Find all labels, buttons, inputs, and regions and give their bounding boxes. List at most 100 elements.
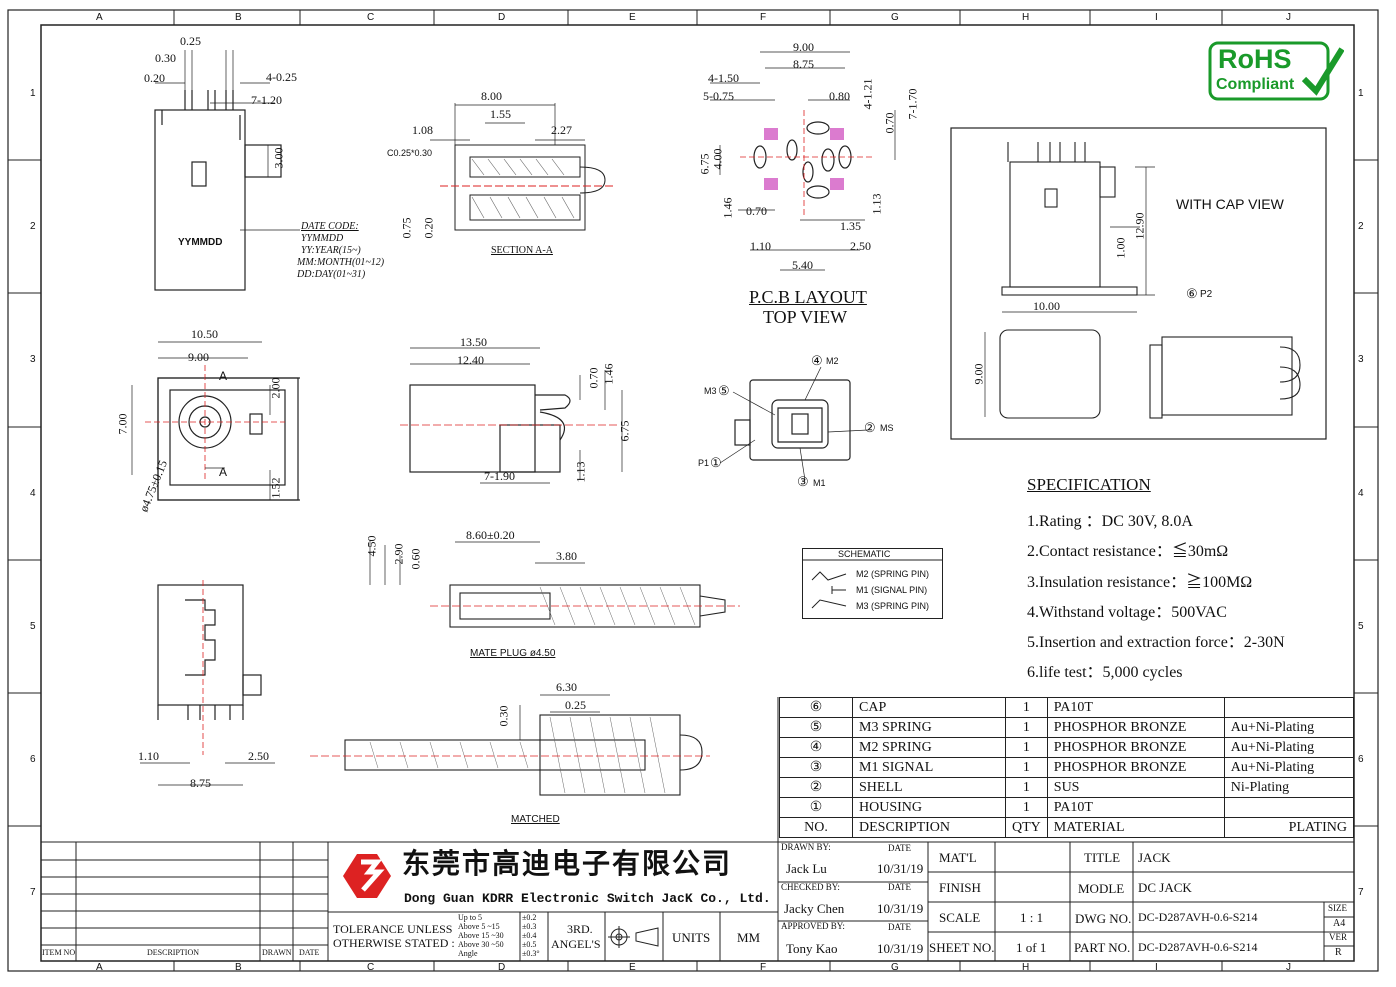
- dwg-value: DC-D287AVH-0.6-S214: [1138, 910, 1258, 924]
- size-value: A4: [1333, 918, 1346, 929]
- dim-label: 0.25: [565, 698, 586, 712]
- tolerance-value: ±0.3°: [522, 949, 540, 958]
- bom-no: ②: [779, 777, 853, 798]
- size-label: SIZE: [1328, 903, 1347, 913]
- checked-by-label: CHECKED BY:: [781, 882, 840, 892]
- col-label: G: [891, 962, 899, 973]
- date-code-line: MM:MONTH(01~12): [297, 257, 385, 268]
- dim-label: 2.50: [248, 749, 269, 763]
- plug-caption: MATE PLUG ø4.50: [470, 648, 556, 659]
- col-label: H: [1022, 12, 1030, 23]
- bom-material: PHOSPHOR BRONZE: [1046, 757, 1225, 778]
- rev-header-item: ITEM NO: [42, 948, 76, 957]
- scale-value: 1 : 1: [1020, 910, 1044, 925]
- checked-by-name: Jacky Chen: [784, 901, 845, 916]
- pin-diagram-drawing: [720, 366, 869, 481]
- dim-label: 10.00: [1033, 299, 1060, 313]
- pin-callout-name: M1: [813, 478, 826, 488]
- dwg-label: DWG NO.: [1075, 911, 1132, 926]
- bom-header-qty: QTY: [1005, 817, 1048, 838]
- bom-no: ④: [779, 737, 853, 758]
- row-label: 1: [30, 88, 36, 99]
- dim-label: 7-1.90: [484, 469, 515, 483]
- rev-header-date: DATE: [299, 948, 320, 957]
- dim-label: 8.75: [793, 57, 814, 71]
- dim-label: 1.10: [138, 749, 159, 763]
- section-caption: SECTION A-A: [491, 245, 553, 256]
- col-label: A: [96, 12, 103, 23]
- checked-date-label: DATE: [888, 882, 911, 892]
- approved-by-label: APPROVED BY:: [781, 921, 845, 931]
- model-label: MODLE: [1078, 881, 1125, 896]
- dim-label: 12.40: [457, 353, 484, 367]
- bom-header-no: NO.: [779, 817, 853, 838]
- bom-row: ① HOUSING 1 PA10T: [779, 797, 1355, 818]
- rohs-line2: Compliant: [1216, 76, 1295, 93]
- tolerance-range: Up to 5: [458, 913, 482, 922]
- bom-row: ⑤ M3 SPRING 1 PHOSPHOR BRONZE Au+Ni-Plat…: [779, 717, 1355, 738]
- dim-label: 10.50: [191, 327, 218, 341]
- dim-label: 3.80: [556, 549, 577, 563]
- checked-date: 10/31/19: [877, 901, 924, 916]
- col-label: I: [1155, 12, 1158, 23]
- dim-label: 8.75: [190, 776, 211, 790]
- dim-label: 1.55: [490, 107, 511, 121]
- spec-line: 2.Contact resistance：≦30mΩ: [1027, 543, 1229, 560]
- spec-title: SPECIFICATION: [1027, 475, 1151, 494]
- top-view-drawing: [154, 50, 300, 291]
- dim-label: C0.25*0.30: [387, 148, 433, 158]
- matched-caption: MATCHED: [511, 814, 560, 825]
- section-aa-drawing: [430, 103, 615, 231]
- ver-label: VER: [1329, 932, 1347, 942]
- row-label: 4: [1358, 488, 1364, 499]
- finish-label: FINISH: [939, 880, 981, 895]
- row-label: 5: [30, 621, 36, 632]
- schematic-item: M2 (SPRING PIN): [856, 569, 930, 579]
- tolerance-label: OTHERWISE STATED :: [333, 936, 455, 950]
- bom-row: ③ M1 SIGNAL 1 PHOSPHOR BRONZE Au+Ni-Plat…: [779, 757, 1355, 778]
- dim-label: 6.30: [556, 680, 577, 694]
- tolerance-range: Above 15 ~30: [458, 931, 504, 940]
- dim-label: 1.35: [840, 219, 861, 233]
- date-code-line: DATE CODE:: [301, 221, 359, 232]
- pin-callout-num: ②: [864, 420, 876, 435]
- row-label: 5: [1358, 621, 1364, 632]
- dim-label: 9.00: [188, 350, 209, 364]
- title-label: TITLE: [1084, 850, 1121, 865]
- mate-plug-drawing: [369, 540, 740, 628]
- col-label: D: [498, 962, 506, 973]
- rev-header-drawn: DRAWN: [262, 948, 292, 957]
- col-label: E: [629, 12, 636, 23]
- section-mark: A: [219, 465, 228, 479]
- projection-label: ANGEL'S: [551, 937, 601, 951]
- pcb-subtitle: TOP VIEW: [763, 307, 848, 327]
- dim-label: 0.20: [144, 71, 165, 85]
- col-label: G: [891, 12, 899, 23]
- pin-callout-name: MS: [880, 423, 894, 433]
- col-label: B: [235, 12, 242, 23]
- bom-desc: M1 SIGNAL: [852, 757, 1006, 778]
- dim-label: 4-0.25: [266, 70, 297, 84]
- col-label: B: [235, 962, 242, 973]
- pcb-layout-drawing: [710, 51, 896, 271]
- date-code-line: YYMMDD: [301, 233, 344, 244]
- ver-value: R: [1335, 947, 1342, 958]
- company-logo: [343, 854, 391, 898]
- dim-label: 2.27: [551, 123, 572, 137]
- dim-label: 1.10: [750, 239, 771, 253]
- sheet-value: 1 of 1: [1016, 940, 1047, 955]
- dim-label: 2.50: [850, 239, 871, 253]
- date-marking: YYMMDD: [178, 237, 223, 248]
- pin-callout-num: ③: [797, 474, 809, 489]
- title-value: JACK: [1138, 850, 1171, 865]
- row-label: 7: [30, 887, 36, 898]
- tolerance-label: TOLERANCE UNLESS: [333, 922, 453, 936]
- part-value: DC-D287AVH-0.6-S214: [1138, 940, 1258, 954]
- dim-label: 5-0.75: [703, 89, 734, 103]
- row-label: 7: [1358, 887, 1364, 898]
- row-label: 3: [30, 354, 36, 365]
- bom-table: ⑥ CAP 1 PA10T ⑤ M3 SPRING 1 PHOSPHOR BRO…: [779, 697, 1355, 838]
- projection-symbol-icon: [608, 926, 659, 948]
- spec-line: 6.life test：5,000 cycles: [1027, 664, 1183, 681]
